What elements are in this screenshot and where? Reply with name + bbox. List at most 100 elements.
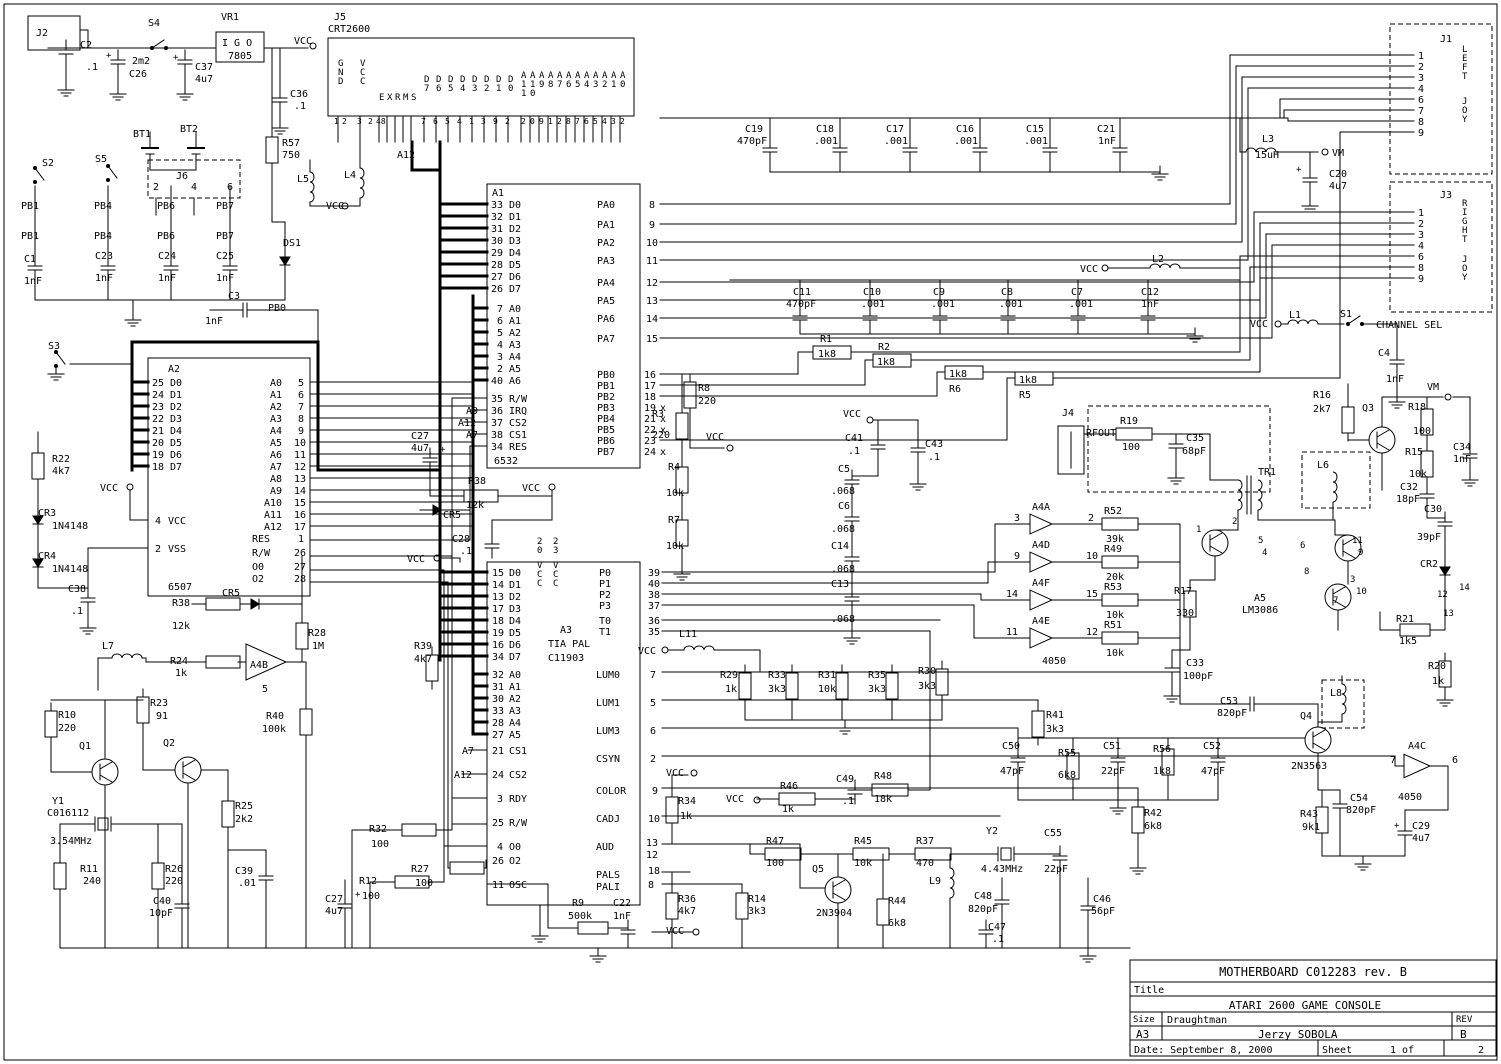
schematic-label: M — [403, 93, 409, 103]
inductor — [1245, 147, 1277, 153]
schematic-label: 30 — [491, 236, 503, 247]
terminal-node — [433, 554, 441, 562]
switch — [55, 351, 66, 365]
schematic-label: L3 — [1262, 134, 1274, 145]
schematic-label: 100 — [362, 891, 380, 902]
inductor — [949, 867, 955, 899]
schematic-label: C10 — [863, 287, 881, 298]
titleblock-sheet-value: 1 of — [1390, 1045, 1414, 1056]
schematic-label: C35 — [1186, 433, 1204, 444]
switch — [151, 39, 165, 49]
resistor — [31, 452, 45, 480]
schematic-label: 12 — [1437, 590, 1448, 600]
schematic-label: 1k — [1432, 676, 1444, 687]
schematic-label: C49 — [836, 774, 854, 785]
schematic-label: R57 — [282, 138, 300, 149]
component-box — [401, 823, 437, 837]
schematic-label: A4E — [1032, 616, 1050, 627]
schematic-label: 48 — [376, 117, 386, 126]
schematic-label: 2 — [1232, 517, 1237, 527]
schematic-label: 39 — [648, 568, 660, 579]
diode — [250, 598, 260, 610]
schematic-label: C48 — [974, 891, 992, 902]
schematic-label: E — [379, 93, 384, 103]
schematic-label: R7 — [668, 515, 680, 526]
schematic-label: CHANNEL SEL — [1376, 320, 1442, 331]
schematic-label: 24 — [644, 447, 656, 458]
schematic-label: C27 — [325, 894, 343, 905]
schematic-label: 27 — [491, 272, 503, 283]
schematic-label: 10k — [1409, 469, 1427, 480]
schematic-label: D1 — [509, 580, 521, 591]
schematic-label: 9k1 — [1302, 822, 1320, 833]
schematic-label: 17 — [492, 604, 504, 615]
resistor — [53, 862, 67, 890]
schematic-label: .1 — [992, 934, 1004, 945]
schematic-label: 2 — [153, 182, 159, 193]
schematic-label: 7 — [1333, 596, 1338, 606]
schematic-label: PB4 — [94, 201, 112, 212]
schematic-label: D5 — [509, 260, 521, 271]
schematic-label: L9 — [929, 876, 941, 887]
schematic-label: 10 — [1356, 587, 1367, 597]
schematic-label: 10k — [1106, 610, 1124, 621]
schematic-label: A4B — [250, 660, 268, 671]
schematic-label: 10k — [818, 684, 836, 695]
schematic-label: D6 — [509, 272, 521, 283]
schematic-label: 9 — [649, 220, 655, 231]
schematic-label: CS1 — [509, 430, 527, 441]
schematic-label: 100 — [1122, 442, 1140, 453]
schematic-label: R21 — [1396, 614, 1414, 625]
schematic-label: 22 — [644, 425, 656, 436]
schematic-label: C21 — [1097, 124, 1115, 135]
schematic-label: 3k3 — [868, 684, 886, 695]
schematic-label: 7 — [298, 402, 304, 413]
wire — [659, 87, 1393, 261]
schematic-label: 3 — [1014, 513, 1020, 524]
schematic-label: 8 — [298, 414, 304, 425]
schematic-label: 9 — [652, 786, 658, 797]
schematic-label: + — [1394, 821, 1400, 831]
crystal — [97, 817, 109, 831]
schematic-label: L6 — [1317, 460, 1329, 471]
terminal-node — [866, 416, 874, 424]
schematic-label: 6 — [1300, 541, 1305, 551]
schematic-label: .1 — [460, 546, 472, 557]
schematic-label: 47pF — [1000, 766, 1024, 777]
schematic-label: 2m2 — [132, 56, 150, 67]
transistor — [1201, 529, 1229, 557]
schematic-label: 6 — [1452, 755, 1458, 766]
schematic-label: L2 — [1152, 254, 1164, 265]
schematic-label: 1nF — [24, 276, 42, 287]
wire — [659, 76, 1393, 243]
schematic-label: 4 — [1262, 548, 1267, 558]
diode — [32, 515, 44, 525]
schematic-label: 36 — [491, 406, 503, 417]
schematic-label: .1 — [86, 62, 98, 73]
schematic-label: 1k — [782, 804, 794, 815]
component-box — [449, 861, 485, 875]
schematic-label: VCC — [1250, 319, 1268, 330]
schematic-label: TIA PAL — [548, 639, 590, 650]
schematic-label: R17 — [1174, 586, 1192, 597]
schematic-label: C50 — [1002, 741, 1020, 752]
schematic-label: 10k — [666, 488, 684, 499]
schematic-label: 2 — [620, 117, 625, 126]
schematic-label: 29 — [491, 248, 503, 259]
schematic-label: C19 — [745, 124, 763, 135]
schematic-label: 32 — [491, 212, 503, 223]
resistor — [136, 696, 150, 724]
schematic-label: CR3 — [38, 508, 56, 519]
schematic-label: D2 — [170, 402, 182, 413]
schematic-label: O2 — [509, 856, 521, 867]
schematic-label: 7 — [1418, 106, 1424, 117]
wire — [1376, 442, 1390, 451]
transistor — [1324, 583, 1352, 611]
transistor — [1304, 726, 1332, 754]
